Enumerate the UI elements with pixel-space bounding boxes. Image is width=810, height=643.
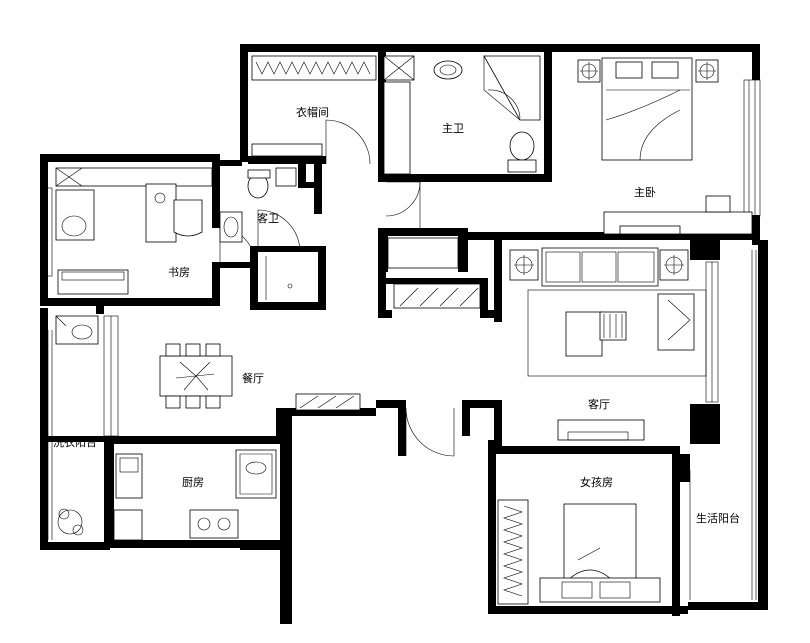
living-furniture bbox=[509, 247, 707, 441]
laundry-fixtures bbox=[55, 315, 99, 536]
label-girls-room: 女孩房 bbox=[580, 475, 613, 489]
label-guest-bath: 客卫 bbox=[257, 211, 279, 225]
girl-room-furniture bbox=[497, 499, 661, 605]
label-dining: 餐厅 bbox=[242, 371, 264, 385]
label-master-bath: 主卫 bbox=[442, 122, 464, 135]
wardrobe-cloakroom bbox=[251, 55, 377, 157]
label-study: 书房 bbox=[168, 266, 190, 279]
windows bbox=[45, 79, 761, 600]
interior-walls bbox=[40, 52, 758, 616]
room-labels: 衣帽间 主卫 主卧 客卫 书房 餐厅 客厅 洗衣阳台 厨房 女孩房 生活阳台 bbox=[53, 105, 740, 525]
doors bbox=[219, 119, 455, 457]
label-living-balcony: 生活阳台 bbox=[696, 511, 740, 525]
label-cloakroom: 衣帽间 bbox=[296, 105, 329, 119]
study-furniture bbox=[55, 167, 213, 295]
guest-bath-fixtures bbox=[219, 167, 297, 300]
label-laundry-balcony: 洗衣阳台 bbox=[53, 435, 97, 449]
master-bedroom-furniture bbox=[577, 57, 753, 235]
corridor-cabinets bbox=[387, 237, 481, 309]
dining-furniture bbox=[159, 343, 361, 411]
outer-walls bbox=[40, 44, 768, 624]
master-bath-fixtures bbox=[383, 55, 541, 175]
label-kitchen: 厨房 bbox=[182, 476, 204, 489]
label-living: 客厅 bbox=[588, 397, 610, 411]
kitchen-fixtures bbox=[113, 449, 277, 541]
label-master-bedroom: 主卧 bbox=[634, 186, 656, 199]
